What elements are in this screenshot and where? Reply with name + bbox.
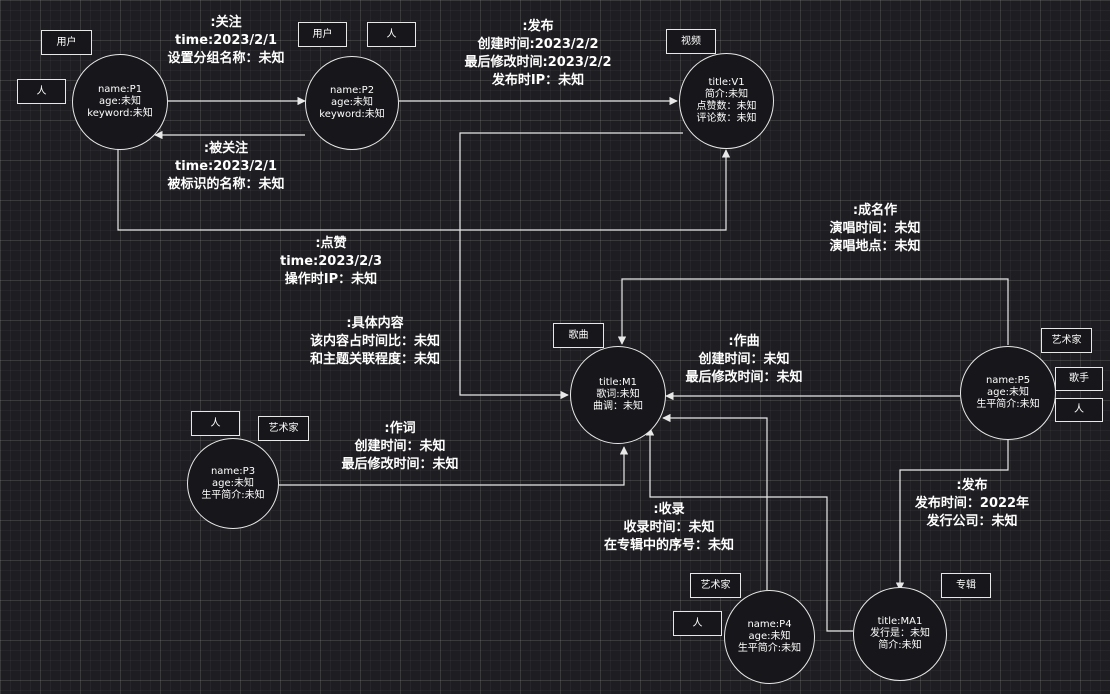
node-m1[interactable]: title:M1 歌词:未知 曲调：未知 xyxy=(570,346,666,444)
node-p5[interactable]: name:P5 age:未知 生平简介:未知 xyxy=(960,346,1056,440)
edge-label-like-line: time:2023/2/3 xyxy=(279,254,383,269)
edge-label-follow-line: :关注 xyxy=(210,15,242,30)
tag-p5-artist: 艺术家 xyxy=(1041,328,1092,353)
edge-label-compose-line: 创建时间：未知 xyxy=(698,352,790,367)
edge-label-follow: :关注 time:2023/2/1 设置分组名称：未知 xyxy=(167,14,284,68)
edge-label-famous-line: :成名作 xyxy=(852,203,898,218)
tag-p3-artist: 艺术家 xyxy=(258,416,309,441)
node-p3[interactable]: name:P3 age:未知 生平简介:未知 xyxy=(187,438,279,529)
edge-label-lyrics: :作词 创建时间：未知 最后修改时间：未知 xyxy=(341,420,458,474)
edge-famous-line xyxy=(617,278,1009,345)
node-v1-intro: 简介:未知 xyxy=(704,89,749,100)
edge-label-compose: :作曲 创建时间：未知 最后修改时间：未知 xyxy=(685,333,802,387)
tag-p1-person: 人 xyxy=(17,79,66,104)
edge-label-followed-line: 被标识的名称：未知 xyxy=(167,177,285,192)
node-p2[interactable]: name:P2 age:未知 keyword:未知 xyxy=(305,56,399,150)
node-ma1[interactable]: title:MA1 发行是：未知 简介:未知 xyxy=(853,587,947,681)
edge-label-publish-album-line: :发布 xyxy=(956,478,988,493)
edge-label-famous-line: 演唱时间：未知 xyxy=(829,221,921,236)
node-p1-name: name:P1 xyxy=(97,84,143,95)
node-ma1-publisher: 发行是：未知 xyxy=(870,628,930,639)
node-p1[interactable]: name:P1 age:未知 keyword:未知 xyxy=(72,54,168,150)
node-v1-likes: 点赞数：未知 xyxy=(696,101,757,112)
tag-p4-artist: 艺术家 xyxy=(690,573,741,598)
edge-label-like-line: 操作时IP：未知 xyxy=(284,272,378,287)
edge-label-publish-video-line: 发布时IP：未知 xyxy=(491,73,585,88)
node-p5-bio: 生平简介:未知 xyxy=(976,399,1040,410)
edge-label-famous: :成名作 演唱时间：未知 演唱地点：未知 xyxy=(829,202,920,256)
node-ma1-title: title:MA1 xyxy=(877,616,923,627)
node-p5-age: age:未知 xyxy=(987,387,1029,398)
node-m1-title: title:M1 xyxy=(599,377,637,388)
edge-label-publish-album-line: 发布时间：2022年 xyxy=(914,496,1030,511)
node-p2-keyword: keyword:未知 xyxy=(319,109,385,120)
edge-label-lyrics-line: :作词 xyxy=(384,421,416,436)
edge-label-followed-line: time:2023/2/1 xyxy=(174,159,278,174)
edge-label-followed-line: :被关注 xyxy=(203,141,249,156)
edge-label-follow-line: 设置分组名称：未知 xyxy=(167,51,285,66)
edge-label-content-line: 该内容占时间比：未知 xyxy=(309,334,441,349)
tag-v1-video: 视频 xyxy=(666,29,716,54)
edge-label-compose-line: 最后修改时间：未知 xyxy=(685,370,803,385)
edge-label-followed: :被关注 time:2023/2/1 被标识的名称：未知 xyxy=(167,140,284,194)
edge-like-line xyxy=(117,149,731,231)
edge-content-line xyxy=(459,132,683,400)
edge-label-collect: :收录 收录时间：未知 在专辑中的序号：未知 xyxy=(604,501,734,555)
edge-label-publish-video-line: 创建时间:2023/2/2 xyxy=(477,37,599,52)
node-p3-name: name:P3 xyxy=(210,465,256,477)
node-m1-lyrics: 歌词:未知 xyxy=(596,389,640,400)
tag-ma1-album: 专辑 xyxy=(941,573,991,598)
node-p4-age: age:未知 xyxy=(748,631,791,642)
node-p2-age: age:未知 xyxy=(331,97,373,108)
node-p3-age: age:未知 xyxy=(212,477,254,489)
node-v1[interactable]: title:V1 简介:未知 点赞数：未知 评论数：未知 xyxy=(679,53,774,149)
node-p4-bio: 生平简介:未知 xyxy=(737,643,802,654)
edge-lyrics-line xyxy=(279,446,629,486)
node-p4[interactable]: name:P4 age:未知 生平简介:未知 xyxy=(724,590,815,684)
tag-p5-person: 人 xyxy=(1055,398,1103,422)
edge-collect-line xyxy=(662,413,768,590)
node-p3-bio: 生平简介:未知 xyxy=(201,489,265,501)
edge-label-famous-line: 演唱地点：未知 xyxy=(829,239,921,254)
edge-label-publish-video-line: 最后修改时间:2023/2/2 xyxy=(464,55,612,70)
node-v1-title: title:V1 xyxy=(708,77,745,88)
node-p2-name: name:P2 xyxy=(329,85,375,96)
edge-label-content-line: 和主题关联程度：未知 xyxy=(309,352,441,367)
edge-label-compose-line: :作曲 xyxy=(728,334,760,349)
node-ma1-intro: 简介:未知 xyxy=(878,640,922,651)
edge-label-follow-line: time:2023/2/1 xyxy=(174,33,278,48)
tag-p2-person: 人 xyxy=(367,22,416,47)
edge-label-like-line: :点赞 xyxy=(315,236,347,251)
node-p4-name: name:P4 xyxy=(747,619,792,630)
tag-p4-person: 人 xyxy=(673,611,722,636)
edge-publish-album-line xyxy=(895,438,1009,591)
node-p1-age: age:未知 xyxy=(99,96,141,107)
edge-label-collect-line: 在专辑中的序号：未知 xyxy=(603,538,735,553)
tag-p2-user: 用户 xyxy=(298,22,347,47)
edge-label-content: :具体内容 该内容占时间比：未知 和主题关联程度：未知 xyxy=(310,315,440,369)
edge-label-collect-line: 收录时间：未知 xyxy=(623,520,715,535)
tag-p3-person: 人 xyxy=(191,411,240,436)
tag-m1-song: 歌曲 xyxy=(553,323,604,348)
tag-p1-user: 用户 xyxy=(41,30,92,55)
edge-label-publish-album: :发布 发布时间：2022年 发行公司：未知 xyxy=(915,477,1029,531)
edge-label-lyrics-line: 创建时间：未知 xyxy=(354,439,446,454)
edge-label-publish-video-line: :发布 xyxy=(522,19,554,34)
node-p1-keyword: keyword:未知 xyxy=(87,108,153,119)
edge-label-content-line: :具体内容 xyxy=(346,316,404,331)
edge-album-contains-line xyxy=(645,427,853,632)
edge-label-lyrics-line: 最后修改时间：未知 xyxy=(341,457,459,472)
node-v1-comments: 评论数：未知 xyxy=(696,113,757,124)
node-m1-tune: 曲调：未知 xyxy=(593,401,643,412)
edge-label-publish-album-line: 发行公司：未知 xyxy=(926,514,1018,529)
tag-p5-singer: 歌手 xyxy=(1055,367,1103,391)
node-p5-name: name:P5 xyxy=(985,375,1031,386)
edge-label-publish-video: :发布 创建时间:2023/2/2 最后修改时间:2023/2/2 发布时IP：… xyxy=(465,18,612,90)
edge-label-collect-line: :收录 xyxy=(653,502,685,517)
edge-label-like: :点赞 time:2023/2/3 操作时IP：未知 xyxy=(280,235,382,289)
